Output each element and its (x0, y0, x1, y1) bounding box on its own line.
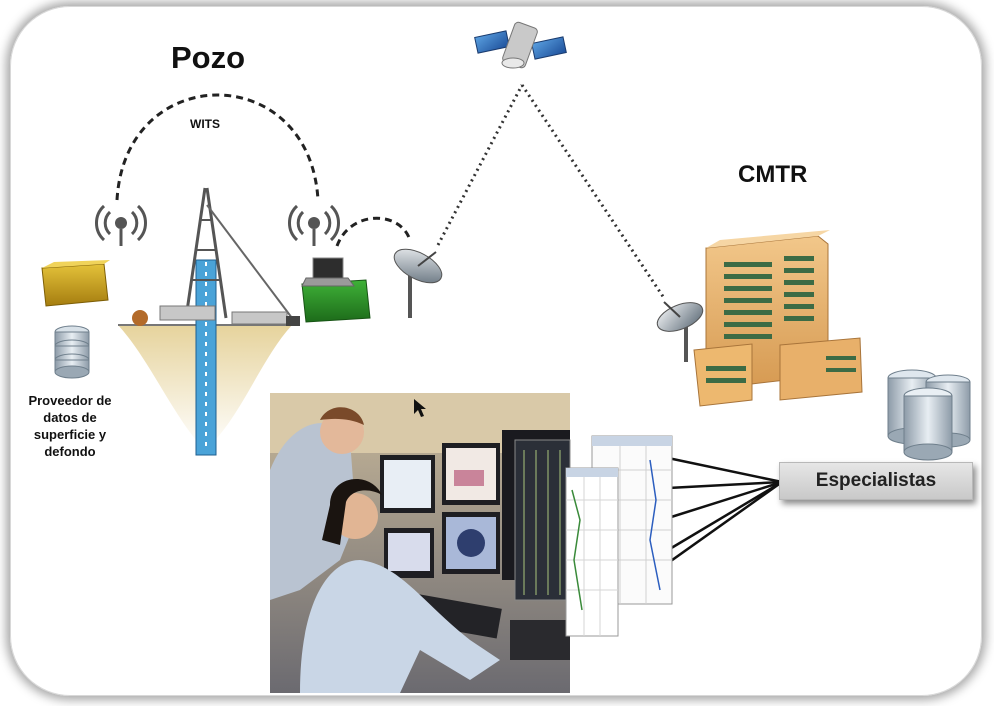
pozo-title: Pozo (171, 40, 246, 75)
data-provider-box-icon (41, 260, 110, 307)
satellite-dish-icon (393, 248, 443, 318)
wits-link-label: WITS (190, 117, 220, 131)
antenna-icon (94, 204, 148, 246)
database-icon (54, 325, 90, 379)
wits-link-arc (115, 93, 320, 201)
control-room-photo (270, 393, 673, 693)
satellite-icon (474, 21, 567, 69)
drilling-rig-icon (118, 187, 300, 456)
database-icon (887, 369, 971, 461)
antenna-icon (287, 204, 341, 246)
laptop-dish-link (335, 216, 412, 247)
uplink-left (436, 84, 524, 246)
satellite-dish-icon (656, 301, 704, 362)
data-provider-label: Proveedor de datos de superficie y defon… (28, 393, 112, 459)
laptop-icon (301, 257, 371, 323)
building-icon (693, 230, 863, 407)
uplink-right (520, 84, 666, 299)
specialists-badge: Especialistas (779, 462, 973, 500)
cmtr-title: CMTR (738, 161, 808, 188)
specialist-connectors (629, 456, 783, 592)
